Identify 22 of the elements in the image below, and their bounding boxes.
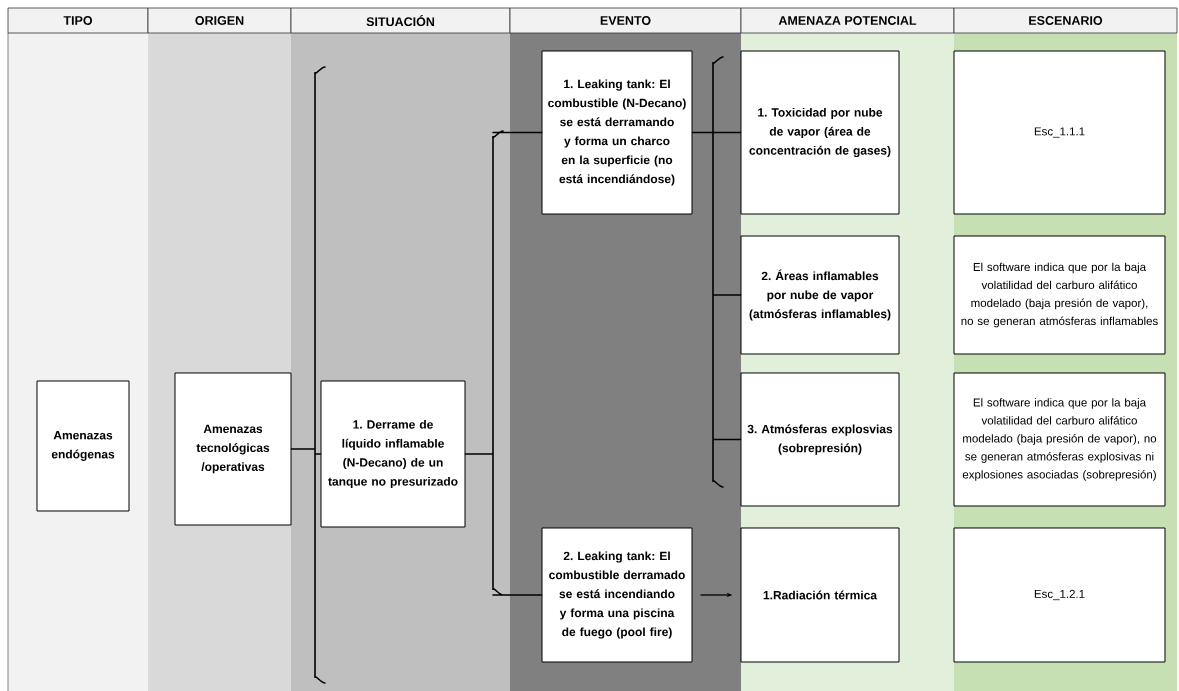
process-box: 2. Leaking tank: El combustible derramado se está incendiando y forma una piscina de fuego (pool fire) (541, 527, 693, 663)
bracket (290, 66, 326, 684)
bracket (691, 56, 742, 488)
process-box: 3. Atmósferas explosvias (sobrepresión) (740, 372, 900, 507)
process-box: 1. Leaking tank: El combustible (N-Decano) se está derramando y forma un charco en la superficie (no está incendiándose) (541, 50, 693, 215)
column-header: SITUACIÓN (290, 7, 511, 34)
scenario-box: El software indica que por la baja volatilidad del carburo alifático modelado (baja presión de vapor), no se generan atmósferas explosivas ni explosiones asociadas (sobrepresión) (953, 372, 1166, 507)
scenario-box: El software indica que por la baja volatilidad del carburo alifático modelado (baja presión de vapor), no se generan atmósferas inflamables (953, 235, 1166, 355)
column-header: AMENAZA POTENCIAL (740, 7, 955, 34)
column-header: TIPO (7, 7, 149, 34)
bracket (464, 130, 543, 596)
process-box: Amenazas endógenas (36, 380, 130, 512)
column-header: EVENTO (509, 7, 742, 34)
column-header: ORIGEN (147, 7, 292, 34)
scenario-box: Esc_1.1.1 (953, 50, 1166, 215)
process-box: 2. Áreas inflamables por nube de vapor (atmósferas inflamables) (740, 235, 900, 355)
column-header: ESCENARIO (953, 7, 1178, 34)
process-box: 1.Radiación térmica (740, 527, 900, 663)
process-box: 1. Toxicidad por nube de vapor (área de concentración de gases) (740, 50, 900, 215)
process-box: 1. Derrame de líquido inflamable (N-Decano) de un tanque no presurizado (320, 380, 466, 528)
process-box: Amenazas tecnológicas /operativas (174, 372, 292, 526)
scenario-box: Esc_1.2.1 (953, 527, 1166, 663)
